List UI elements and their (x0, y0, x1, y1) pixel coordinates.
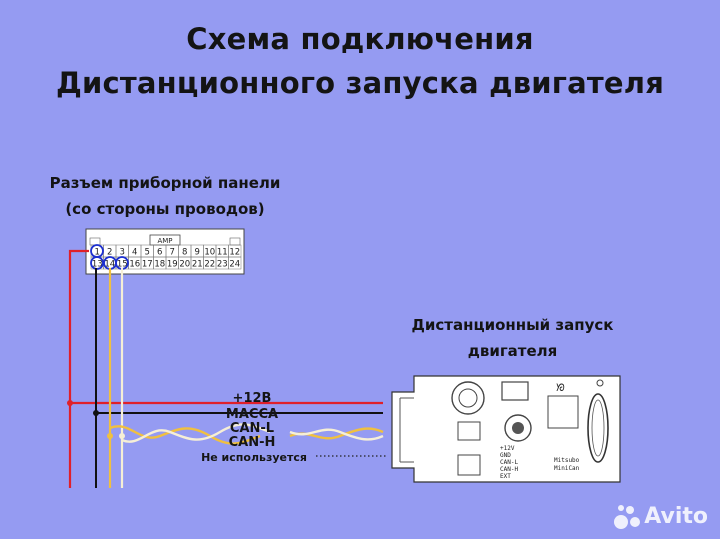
can-low-junction (107, 433, 113, 439)
pin-number: 11 (217, 248, 228, 258)
wires (67, 249, 388, 488)
pin-number: 21 (192, 260, 203, 270)
logo-mark: ᘞ (556, 383, 565, 394)
wire-labels: +12В МАССА CAN-L CAN-H Не используется (201, 391, 307, 464)
pin-number: 20 (179, 260, 190, 270)
pin-number: 7 (170, 248, 175, 258)
power-label: +12В (233, 391, 272, 406)
pin-cell (228, 256, 242, 270)
pin-number: 6 (157, 248, 162, 258)
power-junction (67, 400, 73, 406)
remote-start-unit: ᘞ +12V GND CAN-L CAN-H EXT Mitsubo MiniC… (391, 375, 621, 483)
can-low-twist-left (109, 425, 261, 445)
pin-number: 1 (95, 248, 100, 258)
ground-label: МАССА (226, 407, 278, 422)
pin-number: 10 (204, 248, 215, 258)
unit-pin-canl: CAN-L (500, 459, 518, 466)
unit-pin-ext: EXT (500, 473, 511, 480)
unit-pin-canh: CAN-H (500, 466, 518, 473)
unit-caption-line1: Дистанционный запуск (411, 316, 614, 334)
unit-caption: Дистанционный запуск двигателя (400, 312, 625, 364)
unit-connector (399, 397, 414, 463)
unit-board (391, 375, 621, 483)
pin-number: 4 (132, 248, 137, 258)
avito-logo-icon (614, 503, 641, 529)
avito-watermark: Avito (614, 503, 708, 529)
capacitor-1-inner (458, 388, 478, 408)
pin-number: 15 (117, 260, 128, 270)
pin-number: 13 (92, 260, 103, 270)
crystal (587, 393, 609, 463)
can-high-twist-left (121, 423, 271, 443)
unit-pin-gnd: GND (500, 452, 511, 459)
unit-pin-12v: +12V (500, 445, 515, 452)
pin-number: 14 (104, 260, 115, 270)
unused-label: Не используется (201, 451, 307, 464)
ground-junction (93, 410, 99, 416)
pin-number: 19 (167, 260, 178, 270)
inductor (504, 414, 532, 442)
diagram-title-line1: Схема подключения (186, 22, 534, 56)
unit-pin-labels: +12V GND CAN-L CAN-H EXT Mitsubo MiniCan (500, 445, 580, 480)
pin-number: 16 (129, 260, 140, 270)
connector-brand: AMP (157, 237, 172, 245)
can-high-label: CAN-H (229, 435, 276, 450)
pin-number: 5 (145, 248, 150, 258)
chip-1 (457, 421, 481, 441)
pin-number: 9 (195, 248, 200, 258)
can-high-junction (119, 433, 125, 439)
pin-number: 2 (107, 248, 112, 258)
pin-number: 3 (120, 248, 125, 258)
connector-caption: Разъем приборной панели (со стороны пров… (30, 170, 300, 222)
can-low-label: CAN-L (230, 421, 274, 436)
unit-model-2: MiniCan (554, 465, 580, 472)
connector-caption-line1: Разъем приборной панели (49, 174, 281, 192)
mount-hole (596, 379, 604, 387)
pin-number: 23 (217, 260, 228, 270)
relay (501, 381, 529, 401)
microcontroller (547, 395, 579, 429)
capacitor-1 (451, 381, 485, 415)
pin-number: 17 (142, 260, 153, 270)
pin-number: 22 (204, 260, 215, 270)
pin-number: 8 (182, 248, 187, 258)
inductor-core (512, 422, 524, 434)
pin-number: 24 (229, 260, 240, 270)
avito-text: Avito (644, 503, 708, 529)
chip-2 (457, 454, 481, 476)
pin-number: 12 (229, 248, 240, 258)
pin-number: 18 (154, 260, 165, 270)
unit-model-1: Mitsubo (554, 457, 580, 464)
connector-caption-line2: (со стороны проводов) (65, 200, 265, 218)
crystal-inner (591, 399, 605, 457)
can-high-twist-right (289, 428, 384, 441)
power-wire-vertical (68, 249, 89, 488)
diagram-title-line2: Дистанционного запуска двигателя (55, 66, 665, 100)
unit-caption-line2: двигателя (467, 342, 558, 360)
